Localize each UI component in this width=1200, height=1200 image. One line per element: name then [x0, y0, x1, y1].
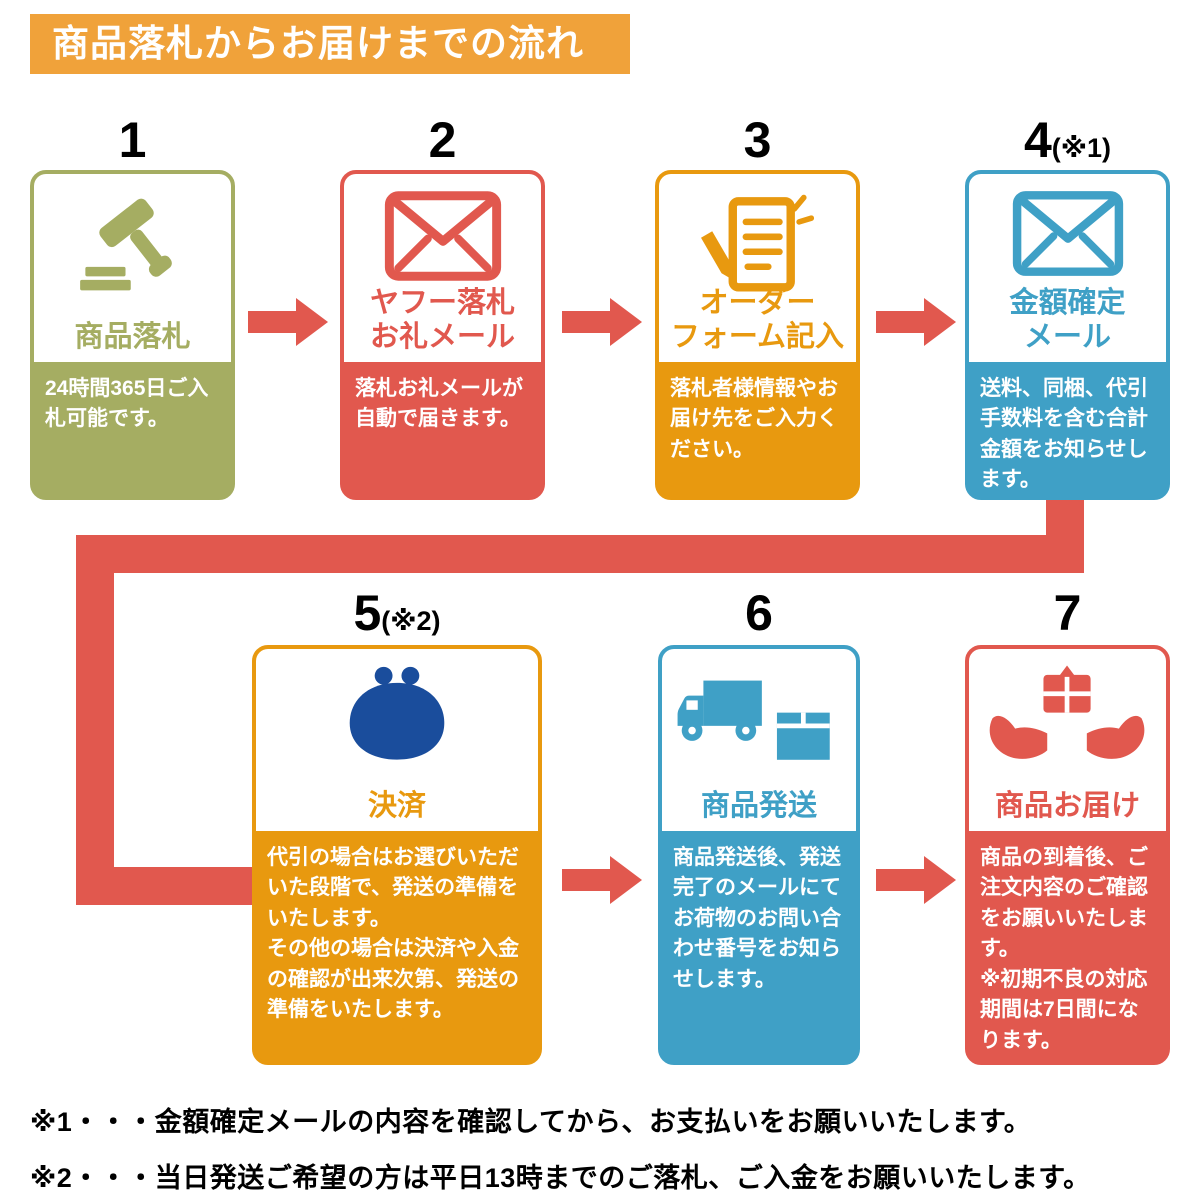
order-form-pencil-icon — [659, 190, 856, 293]
step-number-1: 1 — [118, 112, 147, 168]
step-description: 送料、同梱、代引手数料を含む合計金額をお知らせします。 — [980, 377, 1148, 492]
mail-envelope-icon — [344, 190, 541, 282]
right-arrow-icon — [562, 298, 642, 346]
step-number-7: 7 — [1053, 585, 1082, 641]
step-title: 商品発送 — [700, 789, 817, 822]
step-number-3: 3 — [743, 112, 772, 168]
step-number-6: 6 — [745, 585, 773, 641]
step-card-auction-win: 商品落札 24時間365日ご入札可能です。 — [30, 170, 235, 500]
step-card-shipping: 商品発送 商品発送後、発送完了のメールにてお荷物のお問い合わせ番号をお知らせしま… — [658, 645, 860, 1065]
flow-connector-horizontal-bottom — [76, 867, 254, 905]
step-description: 落札お礼メールが自動で届きます。 — [355, 377, 523, 431]
step-number-5: 5(※2) — [353, 585, 441, 641]
step-title: 商品お届け — [994, 789, 1140, 822]
mail-envelope-icon — [969, 190, 1166, 277]
step-title: オーダー フォーム記入 — [670, 287, 845, 353]
step-description: 24時間365日ご入札可能です。 — [45, 377, 209, 431]
right-arrow-icon — [876, 856, 956, 904]
footnote-2: ※2・・・当日発送ご希望の方は平日13時までのご落札、ご入金をお願いいたします。 — [30, 1163, 1091, 1193]
step-card-order-form: オーダー フォーム記入 落札者様情報やお届け先をご入力ください。 — [655, 170, 860, 500]
right-arrow-icon — [248, 298, 328, 346]
step-number-2: 2 — [428, 112, 457, 168]
flow-connector-vertical-left — [76, 535, 114, 905]
step-number-4: 4(※1) — [1023, 112, 1112, 168]
step-description: 落札者様情報やお届け先をご入力ください。 — [670, 377, 838, 461]
step-description: 代引の場合はお選びいただいた段階で、発送の準備をいたします。 その他の場合は決済… — [267, 846, 519, 1022]
gavel-icon — [34, 190, 231, 293]
delivery-truck-box-icon — [662, 665, 856, 765]
right-arrow-icon — [876, 298, 956, 346]
step-card-price-mail: 金額確定 メール 送料、同梱、代引手数料を含む合計金額をお知らせします。 — [965, 170, 1170, 500]
step-card-thanks-mail: ヤフー落札 お礼メール 落札お礼メールが自動で届きます。 — [340, 170, 545, 500]
right-arrow-icon — [562, 856, 642, 904]
step-title: 金額確定 メール — [1009, 287, 1126, 353]
step-title: 決済 — [367, 789, 426, 822]
step-description: 商品発送後、発送完了のメールにてお荷物のお問い合わせ番号をお知らせします。 — [673, 846, 841, 991]
step-description: 商品の到着後、ご注文内容のご確認をお願いいたします。 ※初期不良の対応期間は7日… — [980, 846, 1148, 1052]
hands-package-icon — [969, 665, 1166, 765]
page-title: 商品落札からお届けまでの流れ — [30, 14, 630, 74]
step-title: 商品落札 — [74, 320, 191, 353]
footnote-1: ※1・・・金額確定メールの内容を確認してから、お支払いをお願いいたします。 — [30, 1107, 1032, 1137]
step-title: ヤフー落札 お礼メール — [369, 287, 515, 353]
coin-purse-icon — [256, 665, 538, 765]
step-card-payment: 決済 代引の場合はお選びいただいた段階で、発送の準備をいたします。 その他の場合… — [252, 645, 542, 1065]
flow-connector-horizontal-top — [76, 535, 1084, 573]
step-card-delivery: 商品お届け 商品の到着後、ご注文内容のご確認をお願いいたします。 ※初期不良の対… — [965, 645, 1170, 1065]
